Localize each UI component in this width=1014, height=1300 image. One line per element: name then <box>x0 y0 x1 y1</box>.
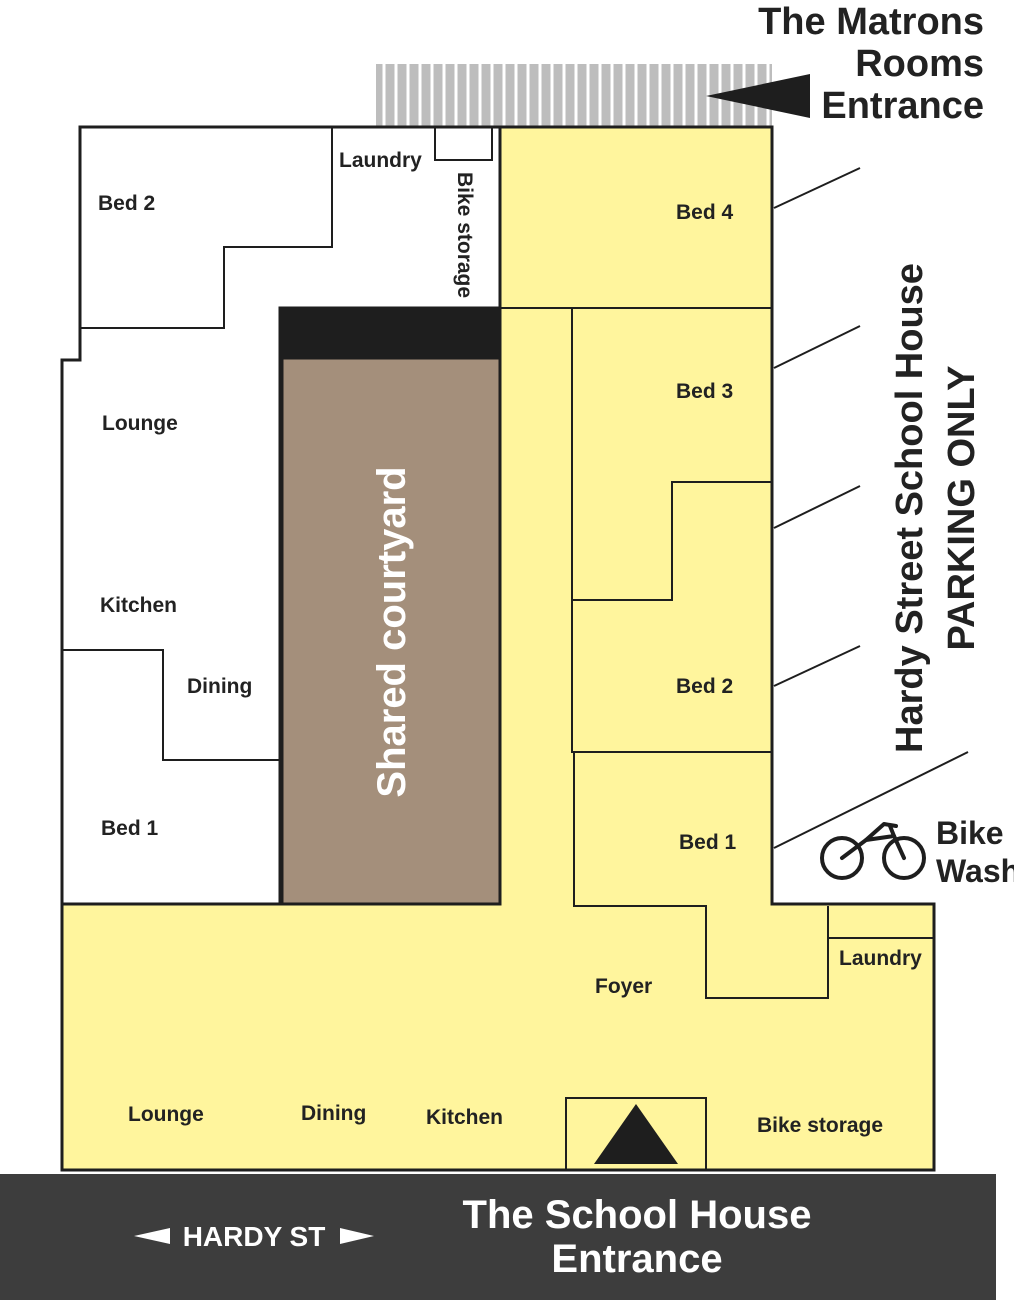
school-lounge-label: Lounge <box>128 1103 204 1126</box>
school-bed3-label: Bed 3 <box>676 380 733 403</box>
matrons-entrance-heading: The Matrons Rooms Entrance <box>758 1 984 127</box>
shared-courtyard <box>280 356 502 906</box>
parking-only-label: Hardy Street School House PARKING ONLY <box>889 263 983 753</box>
bike-wash-label: Bike Wash <box>936 815 1014 889</box>
school-dining-label: Dining <box>301 1102 366 1125</box>
svg-text:Bike: Bike <box>936 815 1004 851</box>
svg-text:Wash: Wash <box>936 853 1014 889</box>
school-foyer-label: Foyer <box>595 975 652 998</box>
svg-text:Entrance: Entrance <box>551 1237 722 1281</box>
courtyard-top-bar <box>281 308 500 360</box>
school-house-building <box>60 125 936 1172</box>
parking-bay-lines <box>773 167 969 849</box>
school-house-entrance-heading: The School House Entrance <box>463 1193 812 1281</box>
matrons-bed2-label: Bed 2 <box>98 192 155 215</box>
school-bed4-label: Bed 4 <box>676 201 734 224</box>
double-arrow-icon <box>134 1228 374 1244</box>
matrons-kitchen-label: Kitchen <box>100 594 177 617</box>
matrons-laundry-label: Laundry <box>339 149 422 172</box>
hardy-st-label: HARDY ST <box>183 1221 326 1252</box>
school-bed1-label: Bed 1 <box>679 831 737 854</box>
school-interior-walls <box>500 307 934 1171</box>
bicycle-icon <box>820 822 926 880</box>
matrons-bed1-label: Bed 1 <box>101 817 159 840</box>
svg-text:Hardy Street School House: Hardy Street School House <box>889 263 931 753</box>
school-laundry-label: Laundry <box>839 947 922 970</box>
svg-text:Entrance: Entrance <box>821 85 984 127</box>
triangle-up-icon <box>594 1104 678 1164</box>
svg-text:Rooms: Rooms <box>855 43 984 85</box>
svg-text:PARKING ONLY: PARKING ONLY <box>941 365 983 650</box>
matrons-bike-storage-label: Bike storage <box>453 172 476 298</box>
svg-text:The School House: The School House <box>463 1193 812 1237</box>
school-kitchen-label: Kitchen <box>426 1106 503 1129</box>
school-bike-storage-label: Bike storage <box>757 1114 883 1137</box>
svg-text:The Matrons: The Matrons <box>758 1 984 43</box>
entrance-steps <box>376 64 772 126</box>
triangle-left-icon <box>706 74 810 118</box>
courtyard-label: Shared courtyard <box>370 466 414 797</box>
matrons-dining-label: Dining <box>187 675 252 698</box>
school-bed2-label: Bed 2 <box>676 675 733 698</box>
matrons-interior-walls <box>62 127 493 761</box>
matrons-lounge-label: Lounge <box>102 412 178 435</box>
